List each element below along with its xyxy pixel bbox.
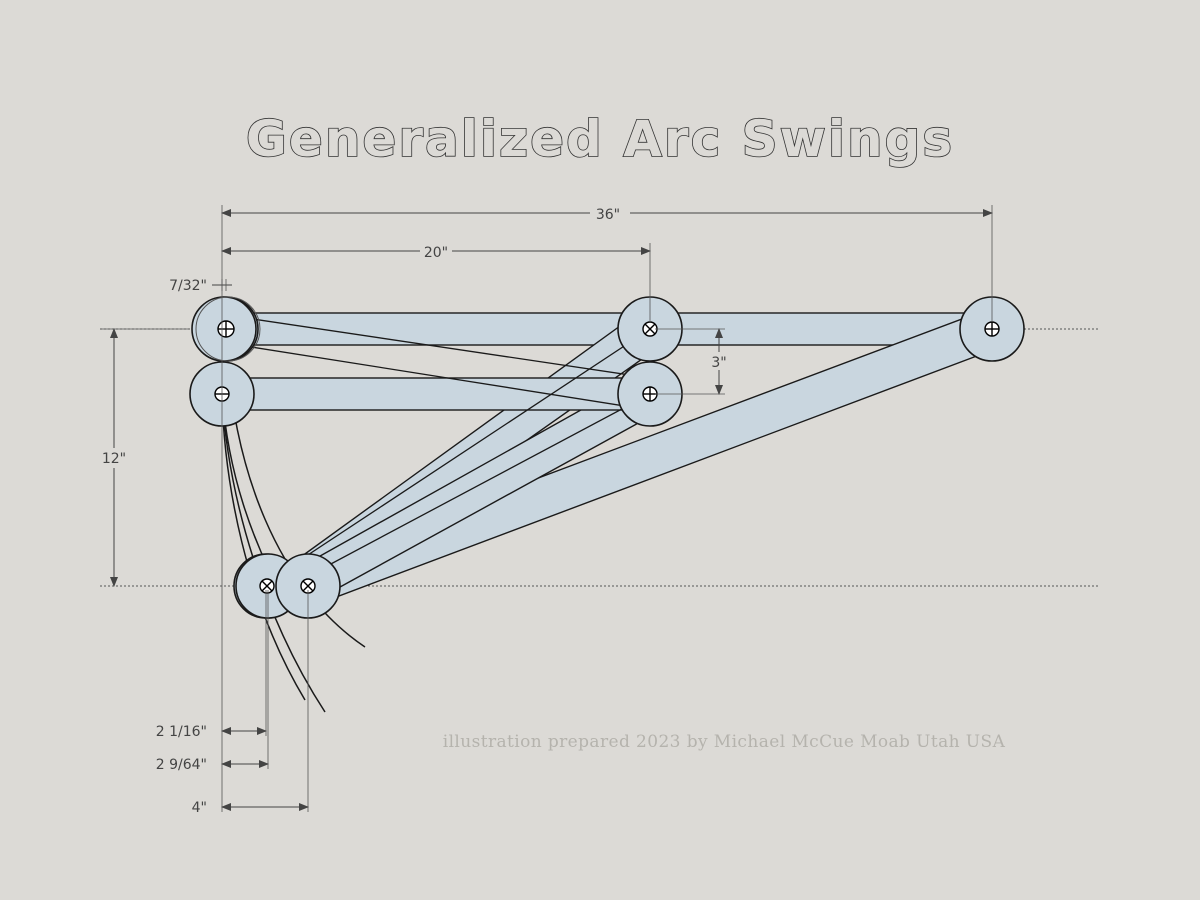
dim-label-2-1-16: 2 1/16" bbox=[156, 724, 207, 740]
pivot-top-left-outline bbox=[195, 296, 261, 362]
pin-top-left bbox=[217, 320, 235, 338]
dimension-labels: 36" 20" 7/32" 3" 12" 2 1/16" 2 9/64" 4" bbox=[96, 204, 732, 816]
pin-top-right bbox=[984, 321, 1000, 337]
dim-label-3: 3" bbox=[711, 355, 726, 371]
cross-link-d bbox=[281, 393, 651, 591]
cross-link-c bbox=[269, 328, 651, 581]
dim-label-7-32: 7/32" bbox=[169, 278, 207, 294]
dim-label-2-9-64: 2 9/64" bbox=[156, 757, 207, 773]
dim-label-12: 12" bbox=[102, 451, 126, 467]
cross-link-a bbox=[225, 314, 651, 379]
cross-link-b bbox=[225, 342, 651, 411]
pin-top-middle bbox=[642, 321, 658, 337]
dim-label-20: 20" bbox=[424, 245, 448, 261]
pin-lower-middle bbox=[642, 386, 658, 402]
extension-lines bbox=[100, 205, 993, 812]
pin-bottom-a bbox=[259, 578, 275, 594]
dim-label-36: 36" bbox=[596, 207, 620, 223]
dim-label-4: 4" bbox=[192, 800, 207, 816]
page-title: Generalized Arc Swings bbox=[246, 110, 954, 168]
mid-arm-group bbox=[221, 312, 664, 601]
swing-arc-1 bbox=[221, 393, 306, 701]
title-group: Generalized Arc Swings bbox=[245, 109, 954, 169]
lower-horizontal-arm bbox=[221, 377, 651, 411]
illustration-credit: illustration prepared 2023 by Michael Mc… bbox=[443, 732, 1006, 752]
